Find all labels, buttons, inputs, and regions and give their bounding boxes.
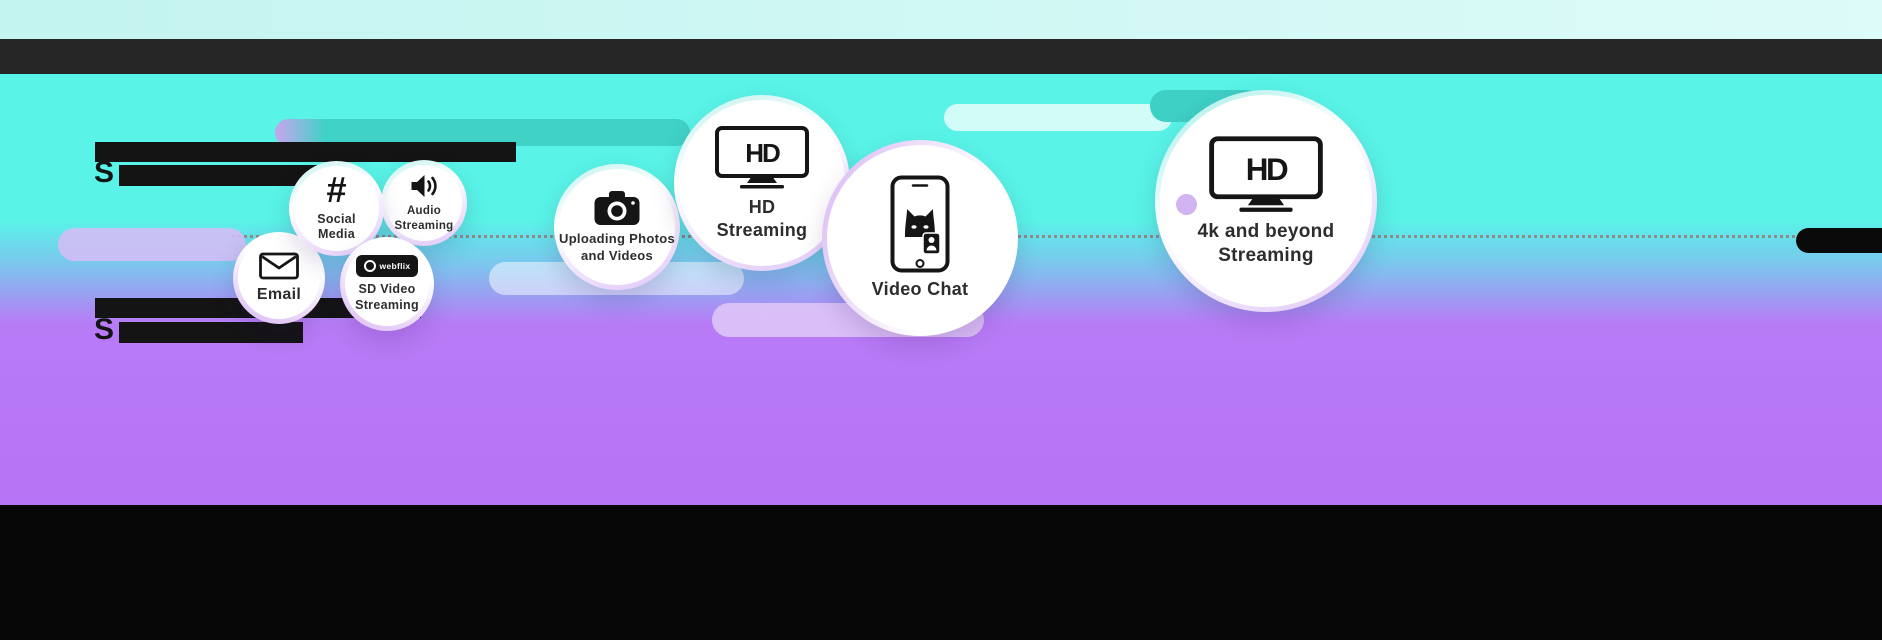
- bubble-hd-streaming: HD HD Streaming: [674, 95, 850, 271]
- tv-hd-icon: HD: [714, 125, 810, 191]
- decor-pill-lavender-left: [58, 228, 246, 261]
- bottom-black-band: [0, 505, 1882, 640]
- webflix-badge-icon: webflix: [355, 254, 419, 277]
- bubble-label: Audio Streaming: [394, 205, 454, 232]
- bubble-label: Email: [256, 285, 302, 303]
- bubble-label: SD Video Streaming: [355, 281, 419, 312]
- redacted-text-bar: [119, 165, 321, 186]
- decor-lavender-dot: [1176, 194, 1197, 215]
- smartphone-video-call-icon: [890, 175, 950, 273]
- hashtag-icon: #: [326, 169, 347, 211]
- bubble-video-chat: Video Chat: [822, 140, 1018, 336]
- tv-hd-icon: HD: [1208, 135, 1324, 215]
- bubble-email: Email: [233, 232, 325, 324]
- redacted-text-bar: [119, 322, 303, 343]
- bubble-label: Uploading Photos and Videos: [559, 231, 676, 263]
- bubble-sd-video-streaming: webflix SD Video Streaming: [340, 237, 434, 331]
- bubble-label: Social Media: [317, 211, 356, 242]
- redacted-text-prefix: S: [94, 156, 115, 189]
- dotted-guide-line: [232, 235, 1807, 238]
- decor-pill-white-top: [944, 104, 1172, 131]
- bubble-label: HD Streaming: [716, 197, 808, 240]
- decor-pill-black-right: [1796, 228, 1882, 253]
- bubble-label: 4k and beyond Streaming: [1197, 220, 1335, 266]
- redacted-text-bar: [95, 142, 516, 162]
- redacted-text-prefix: S: [94, 313, 115, 346]
- decor-pill-teal-top: [275, 119, 690, 146]
- webflix-ring-icon: [363, 259, 376, 272]
- speaker-icon: [409, 173, 439, 199]
- envelope-icon: [259, 252, 299, 280]
- bubble-audio-streaming: Audio Streaming: [381, 160, 467, 246]
- bubble-label: Video Chat: [871, 279, 969, 300]
- svg-text:HD: HD: [1246, 152, 1288, 187]
- bubble-uploading-photos-videos: Uploading Photos and Videos: [554, 164, 680, 290]
- top-dark-bar: [0, 39, 1882, 74]
- camera-icon: [594, 190, 640, 226]
- svg-text:HD: HD: [745, 138, 780, 168]
- webflix-badge-text: webflix: [379, 260, 411, 271]
- top-band: [0, 0, 1882, 39]
